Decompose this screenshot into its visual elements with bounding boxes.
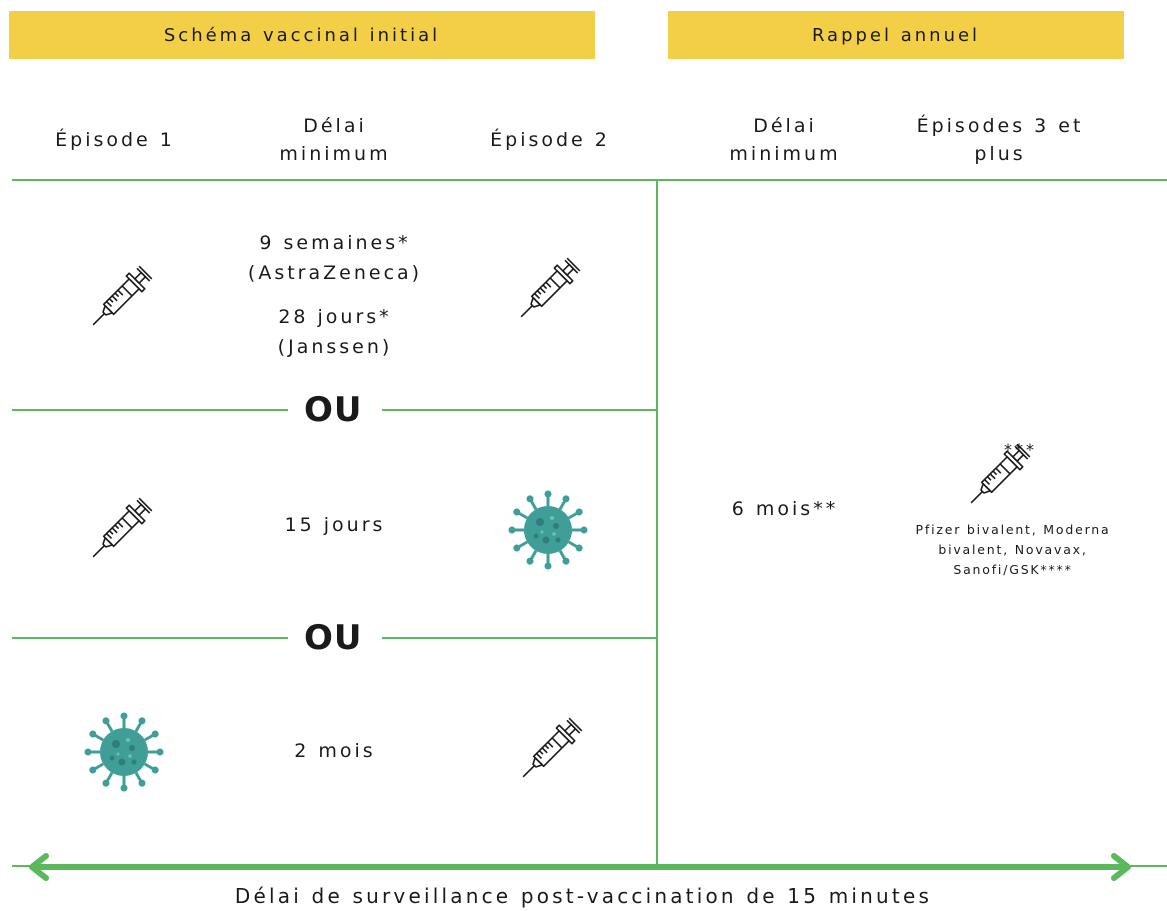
header-episode-2: Épisode 2 [455, 126, 645, 154]
header-delay-1-line2: minimum [279, 143, 391, 165]
header-delay-1: Délai minimum [240, 112, 430, 168]
virus-icon [84, 712, 164, 792]
row1-delay-a-line2: (AstraZeneca) [247, 262, 423, 284]
row-divider-1-right [382, 409, 657, 411]
row1-delay-janssen: 28 jours* (Janssen) [220, 302, 450, 362]
row1-delay-b-line2: (Janssen) [277, 336, 393, 358]
banner-initial-label: Schéma vaccinal initial [163, 24, 441, 46]
booster-asterisks: *** [1004, 440, 1037, 459]
banner-initial-schedule: Schéma vaccinal initial [9, 11, 595, 59]
row2-delay-label: 15 jours [284, 514, 386, 536]
row1-delay-b-line1: 28 jours* [278, 306, 392, 328]
header-episode-3-line2: plus [974, 143, 1026, 165]
header-episode-3-line1: Épisodes 3 et [916, 115, 1084, 137]
row-divider-2-right [382, 637, 657, 639]
row-divider-2-left [12, 637, 292, 639]
booster-delay: 6 mois** [690, 494, 880, 524]
row1-delay-astrazeneca: 9 semaines* (AstraZeneca) [220, 228, 450, 288]
booster-vaccines-list: Pfizer bivalent, Moderna bivalent, Novav… [878, 520, 1148, 580]
syringe-icon [508, 250, 588, 330]
syringe-icon [80, 490, 160, 570]
syringe-icon [510, 710, 590, 790]
header-divider-line [12, 179, 1167, 181]
row2-delay: 15 jours [220, 510, 450, 540]
virus-icon [508, 490, 588, 570]
double-arrow-icon [29, 853, 1131, 881]
footer-caption: Délai de surveillance post-vaccination d… [0, 884, 1167, 908]
booster-vaccines-line2: bivalent, Novavax, [938, 542, 1088, 557]
or-separator-1: OU [288, 390, 379, 430]
row-divider-1-left [12, 409, 292, 411]
footer-caption-label: Délai de surveillance post-vaccination d… [234, 884, 933, 908]
header-episode-1: Épisode 1 [20, 126, 210, 154]
syringe-icon [80, 258, 160, 338]
row3-delay-label: 2 mois [294, 740, 376, 762]
header-episode-2-label: Épisode 2 [490, 129, 610, 151]
booster-delay-label: 6 mois** [731, 498, 839, 520]
row1-delay-a-line1: 9 semaines* [259, 232, 411, 254]
row3-delay: 2 mois [220, 736, 450, 766]
booster-vaccines-line3: Sanofi/GSK**** [953, 562, 1073, 577]
header-delay-2: Délai minimum [690, 112, 880, 168]
vertical-divider-line [656, 180, 658, 866]
booster-vaccines-line1: Pfizer bivalent, Moderna [915, 522, 1111, 537]
header-delay-2-line2: minimum [729, 143, 841, 165]
header-delay-1-line1: Délai [303, 115, 367, 137]
banner-annual-booster: Rappel annuel [668, 11, 1124, 59]
header-episode-3: Épisodes 3 et plus [895, 112, 1105, 168]
banner-booster-label: Rappel annuel [811, 24, 981, 46]
header-delay-2-line1: Délai [753, 115, 817, 137]
or-separator-2: OU [288, 618, 379, 658]
header-episode-1-label: Épisode 1 [55, 129, 175, 151]
